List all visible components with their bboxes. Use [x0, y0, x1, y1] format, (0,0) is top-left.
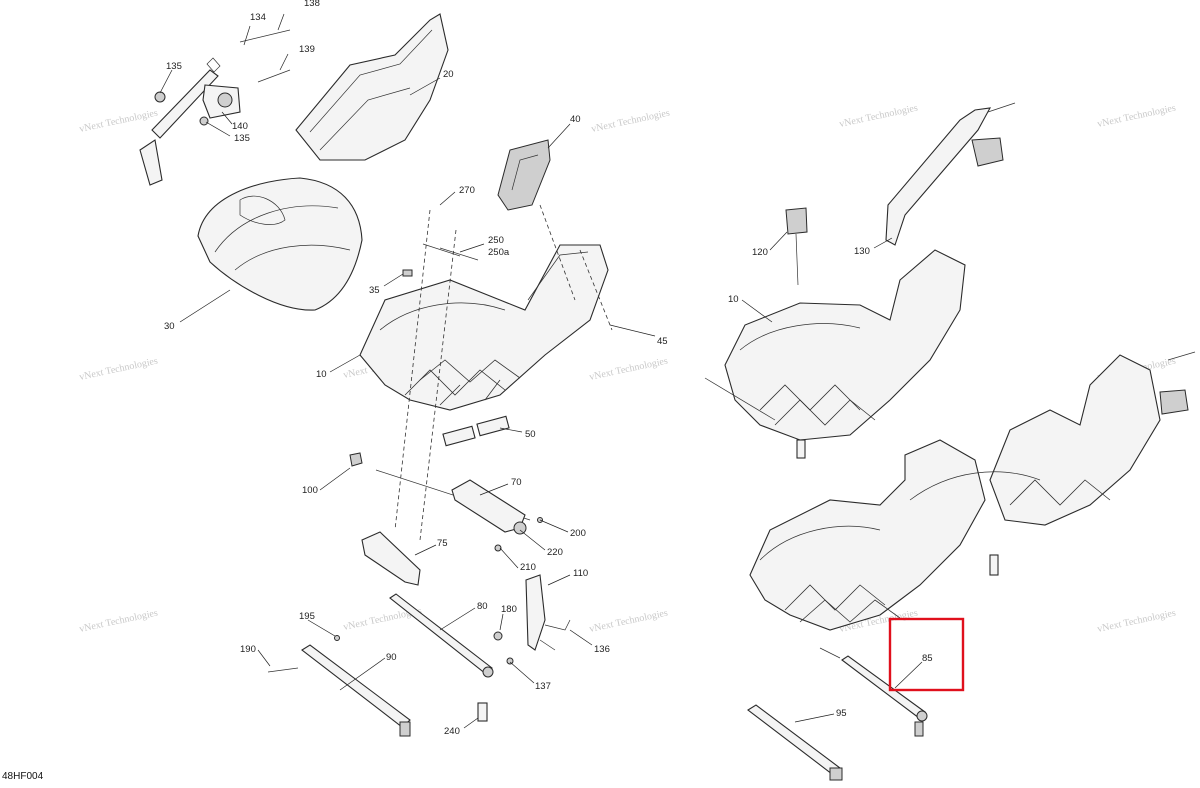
callout-number: 120 — [752, 247, 768, 258]
callout-number: 30 — [164, 321, 175, 332]
watermark: vNext Technologies — [78, 108, 159, 135]
callout-number: 45 — [657, 336, 668, 347]
watermark: vNext Technologies — [78, 356, 159, 383]
small-hardware — [349, 243, 571, 651]
callout-number: 210 — [520, 562, 536, 573]
callout-labels: 134 138 135 139 140 135 20 40 270 250 25… — [164, 0, 933, 737]
callout-number: 250a — [488, 247, 510, 258]
watermark: vNext Technologies — [78, 608, 159, 635]
callout-number: 40 — [570, 114, 581, 125]
callout-number: 90 — [386, 652, 397, 663]
part-seat-cushion — [197, 177, 363, 311]
callout-number: 140 — [232, 121, 248, 132]
callout-number: 110 — [573, 568, 588, 579]
callout-number: 80 — [477, 601, 488, 612]
seat-belt-assembly-left — [139, 29, 291, 186]
callout-number: 195 — [299, 611, 315, 622]
callout-number: 10 — [316, 369, 327, 380]
highlight-box — [888, 617, 965, 692]
watermark: vNext Technologies — [588, 608, 669, 635]
part-backrest-cushion — [295, 13, 449, 161]
callout-number: 134 — [250, 12, 266, 23]
callout-number: 20 — [443, 69, 454, 80]
part-seat-assembly-right-upper — [704, 249, 966, 459]
callout-number: 75 — [437, 538, 448, 549]
callout-number: 240 — [444, 726, 460, 737]
assembly-lines-left — [394, 204, 613, 541]
callout-number: 139 — [299, 44, 315, 55]
callout-number: 136 — [594, 644, 610, 655]
watermark: vNext Technologies — [588, 356, 669, 383]
callout-number: 70 — [511, 477, 522, 488]
part-rods-right — [747, 647, 928, 781]
callout-number: 220 — [547, 547, 563, 558]
part-seat-frame-left — [359, 244, 609, 411]
callout-number: 85 — [922, 653, 933, 664]
watermark: vNext Technologies — [1096, 103, 1177, 130]
leader-lines — [159, 13, 923, 729]
callout-number: 50 — [525, 429, 536, 440]
part-clip — [497, 139, 551, 211]
seat-belt-assembly-right — [785, 102, 1016, 286]
callout-number: 135 — [234, 133, 250, 144]
callout-number: 10 — [728, 294, 739, 305]
callout-number: 138 — [304, 0, 320, 9]
callout-number: 270 — [459, 185, 475, 196]
callout-number: 35 — [369, 285, 380, 296]
part-rods-left — [267, 593, 514, 737]
callout-number: 135 — [166, 61, 182, 72]
callout-number: 180 — [501, 604, 517, 615]
part-seat-assembly-right-lower — [749, 351, 1196, 631]
watermark: vNext Technologies — [838, 103, 919, 130]
watermark: vNext Technologies — [590, 108, 671, 135]
watermark: vNext Technologies — [1096, 608, 1177, 635]
callout-number: 250 — [488, 235, 504, 246]
diagram-code-label: 48HF004 — [2, 771, 44, 782]
callout-number: 100 — [302, 485, 318, 496]
callout-number: 190 — [240, 644, 256, 655]
callout-number: 200 — [570, 528, 586, 539]
callout-number: 137 — [535, 681, 551, 692]
callout-number: 130 — [854, 246, 870, 257]
callout-number: 95 — [836, 708, 847, 719]
watermark-layer: vNext Technologies vNext Technologies vN… — [78, 98, 1177, 635]
